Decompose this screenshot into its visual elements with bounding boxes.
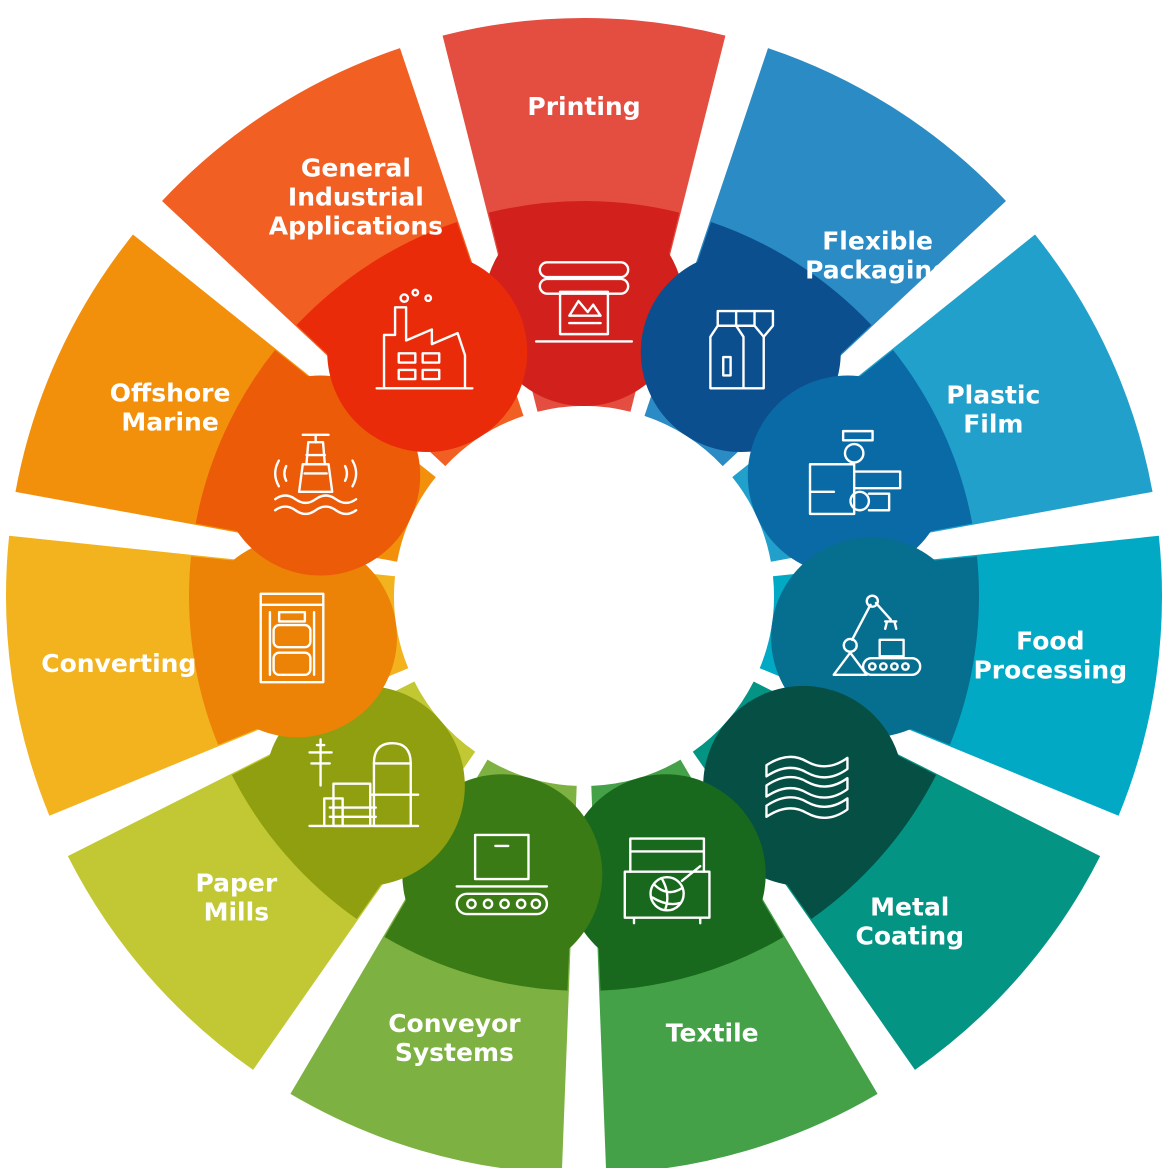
- segment-label-line: Flexible: [822, 226, 933, 255]
- segment-label-line: Packaging: [805, 255, 950, 284]
- segment-label-line: Converting: [41, 649, 196, 678]
- segment-label-line: Paper: [196, 869, 278, 898]
- segment-label-line: Offshore: [110, 378, 231, 407]
- segment-label-line: Industrial: [288, 183, 424, 212]
- marine-buoy-icon: [273, 433, 358, 516]
- yarn-basket-icon: [623, 837, 711, 925]
- segment-label-line: Coating: [855, 921, 964, 950]
- packaging-bags-icon: [709, 309, 775, 390]
- segment-label: Printing: [527, 92, 640, 121]
- metal-sheets-icon: [765, 755, 849, 819]
- segment-label-line: Mills: [204, 898, 269, 927]
- segment-textile: Textile: [565, 759, 878, 1168]
- film-machine-icon: [808, 429, 902, 516]
- center-hub: [396, 408, 772, 784]
- robot-arm-conveyor-icon: [832, 594, 922, 676]
- converting-machine-icon: [259, 592, 325, 684]
- segment-label-line: Textile: [666, 1019, 759, 1048]
- segment-label-line: Applications: [269, 212, 443, 241]
- segment-label-line: Marine: [121, 407, 218, 436]
- segment-label: Converting: [41, 649, 196, 678]
- segment-converting: Converting: [5, 535, 409, 816]
- segment-label-line: Conveyor: [388, 1009, 521, 1038]
- segment-label-line: Processing: [973, 655, 1127, 684]
- segment-inner-tab: [296, 221, 528, 453]
- segment-label: Textile: [666, 1019, 759, 1048]
- segment-inner-tab: [747, 350, 973, 576]
- printing-press-icon: [534, 261, 634, 343]
- paper-mill-icon: [308, 738, 420, 828]
- segment-inner-tab: [771, 537, 979, 745]
- segment-label-line: Plastic: [946, 381, 1040, 410]
- segment-inner-tab: [189, 537, 397, 745]
- segment-label-line: General: [301, 154, 411, 183]
- segment-label-line: Film: [963, 410, 1023, 439]
- conveyor-box-icon: [455, 833, 549, 916]
- factory-icon: [375, 288, 474, 390]
- segment-label-line: Metal: [870, 892, 949, 921]
- segment-label-line: Printing: [527, 92, 640, 121]
- segment-label-line: Food: [1016, 626, 1084, 655]
- segment-label-line: Systems: [395, 1038, 514, 1067]
